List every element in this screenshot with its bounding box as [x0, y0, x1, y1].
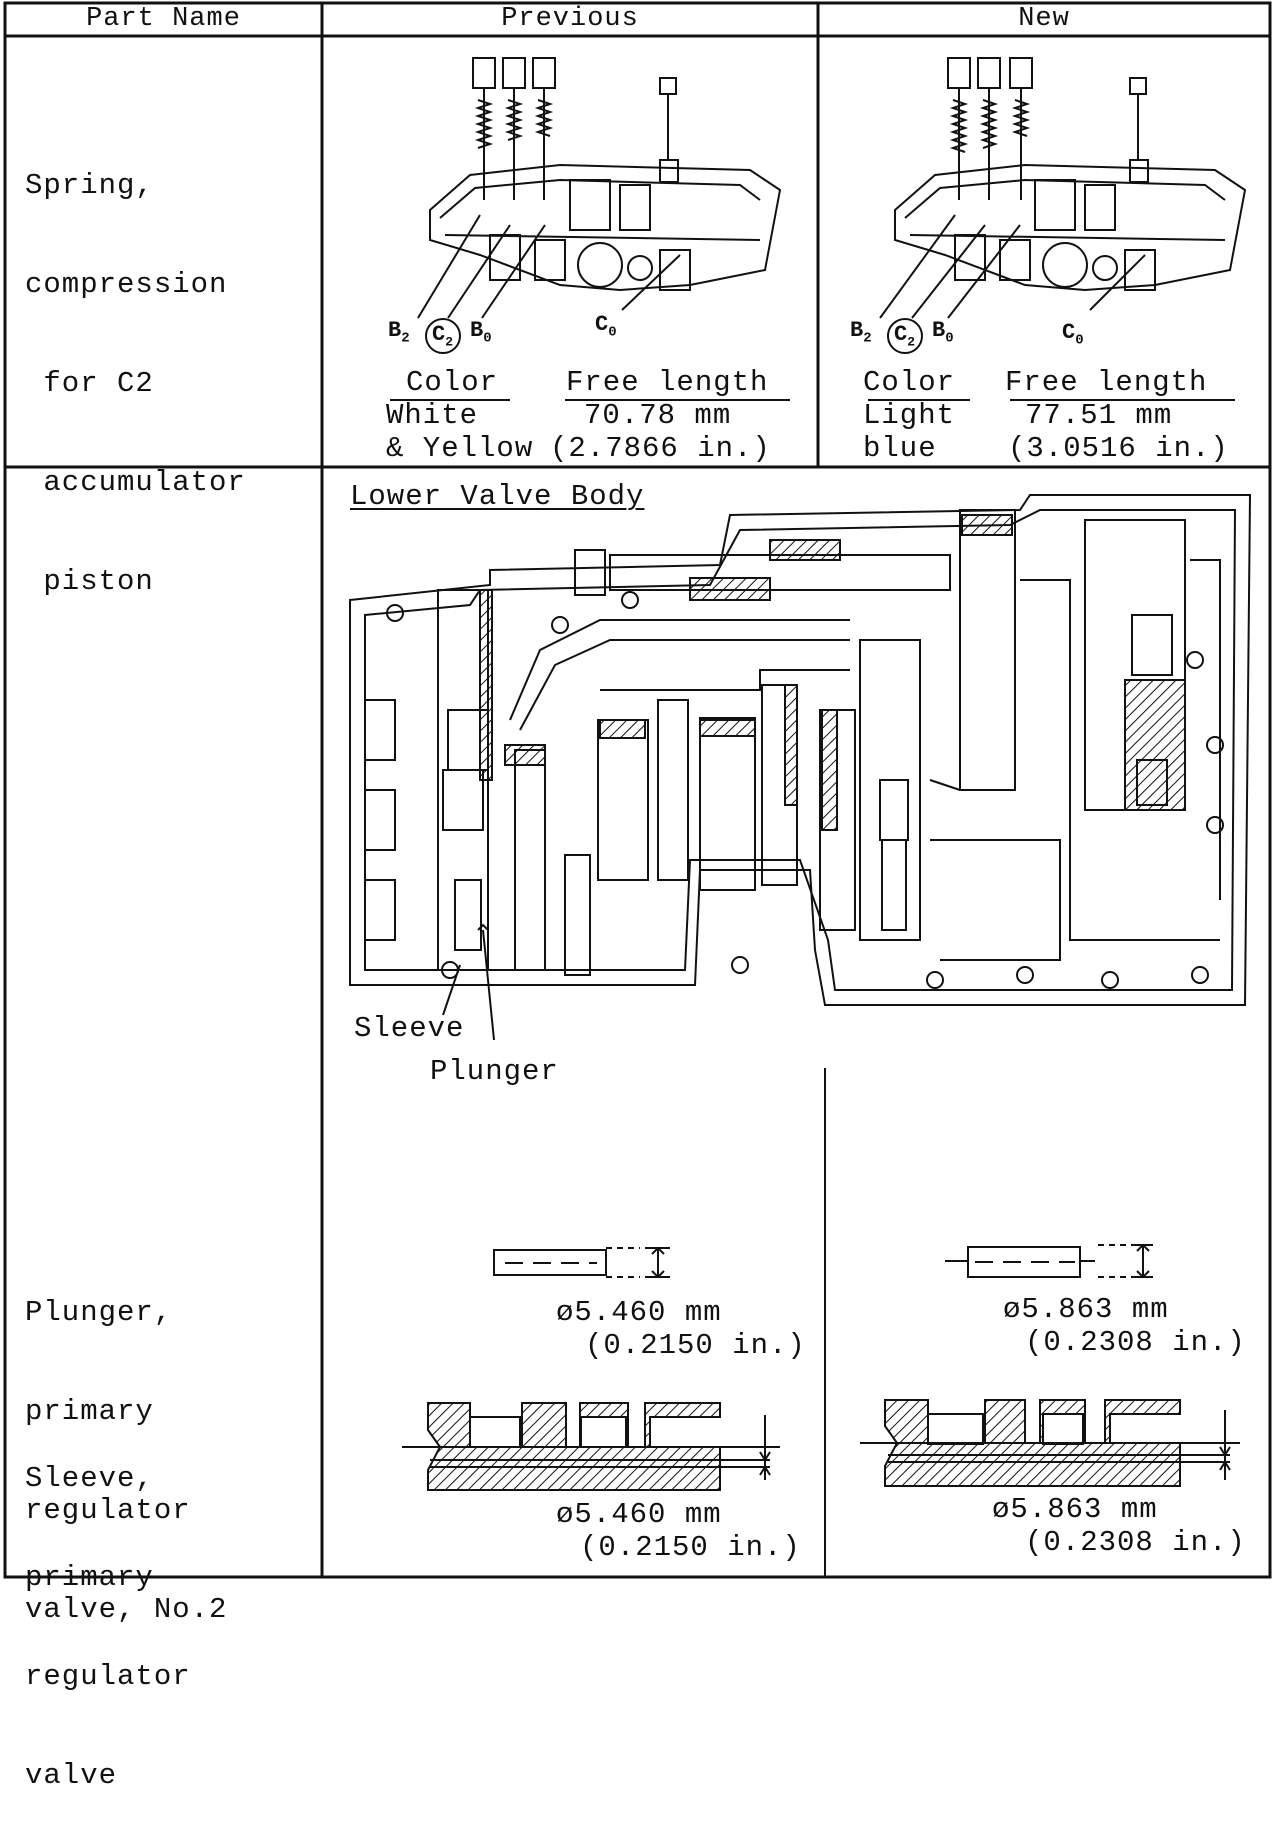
label-b0: B0 — [470, 318, 492, 347]
part-name-line: primary — [25, 1395, 154, 1428]
part-name-line: piston — [25, 565, 154, 598]
header-previous: Previous — [501, 4, 639, 34]
new-plunger-drawing — [945, 1243, 1153, 1279]
drawing-canvas — [3, 1, 1272, 1579]
part-name-line: regulator — [25, 1660, 191, 1693]
label-b2: B2 — [388, 318, 410, 347]
header-part-name: Part Name — [86, 4, 241, 34]
part-name-line: regulator — [25, 1494, 191, 1527]
new-color-value: blue — [863, 432, 937, 465]
label-c2-circled: C2 — [432, 322, 454, 350]
part-name-line: Plunger, — [25, 1296, 173, 1329]
previous-length-mm: 70.78 mm — [584, 399, 732, 432]
new-length-mm: 77.51 mm — [1025, 399, 1173, 432]
part-name-line: for C2 — [25, 367, 154, 400]
previous-sleeve-drawing — [402, 1402, 780, 1491]
previous-sleeve-diameter: ø5.460 mm — [556, 1498, 722, 1531]
new-length-in: (3.0516 in.) — [1008, 432, 1229, 465]
row1-part-name: Spring, compression for C2 accumulator p… — [25, 103, 246, 631]
figure-title: Lower Valve Body — [350, 480, 645, 513]
previous-color-value: & Yellow — [386, 432, 534, 465]
header-new: New — [1018, 4, 1070, 34]
label-b0: B0 — [932, 318, 954, 347]
previous-color-label: Color — [406, 366, 499, 399]
part-name-line: Sleeve, — [25, 1462, 154, 1495]
previous-valve-body-drawing — [417, 57, 782, 354]
label-b2: B2 — [850, 318, 872, 347]
label-c0: C0 — [1062, 320, 1084, 349]
part-name-line: valve — [25, 1759, 118, 1792]
new-plunger-diameter-in: (0.2308 in.) — [1025, 1326, 1246, 1359]
previous-sleeve-diameter-in: (0.2150 in.) — [580, 1531, 801, 1564]
new-free-length-label: Free length — [1005, 366, 1208, 399]
previous-length-in: (2.7866 in.) — [550, 432, 771, 465]
sleeve-part-name: Sleeve, primary regulator valve — [25, 1396, 191, 1825]
callout-plunger: Plunger — [430, 1055, 559, 1088]
previous-color-value: White — [386, 399, 479, 432]
new-plunger-diameter: ø5.863 mm — [1003, 1293, 1169, 1326]
part-name-line: accumulator — [25, 466, 246, 499]
part-name-line: Spring, — [25, 169, 154, 202]
callout-sleeve: Sleeve — [354, 1012, 465, 1045]
part-name-line: compression — [25, 268, 228, 301]
new-sleeve-drawing — [860, 1399, 1240, 1487]
previous-plunger-diameter: ø5.460 mm — [556, 1296, 722, 1329]
new-valve-body-drawing — [879, 57, 1247, 354]
previous-free-length-label: Free length — [566, 366, 769, 399]
new-color-label: Color — [863, 366, 956, 399]
new-sleeve-diameter: ø5.863 mm — [992, 1493, 1158, 1526]
label-c0: C0 — [595, 312, 617, 341]
lower-valve-body-drawing — [349, 494, 1252, 1041]
new-sleeve-diameter-in: (0.2308 in.) — [1025, 1526, 1246, 1559]
new-color-value: Light — [863, 399, 956, 432]
previous-plunger-diameter-in: (0.2150 in.) — [585, 1329, 806, 1362]
previous-plunger-drawing — [493, 1246, 670, 1279]
part-name-line: primary — [25, 1561, 154, 1594]
label-c2-circled: C2 — [894, 322, 916, 350]
table-grid — [3, 1, 1272, 1579]
